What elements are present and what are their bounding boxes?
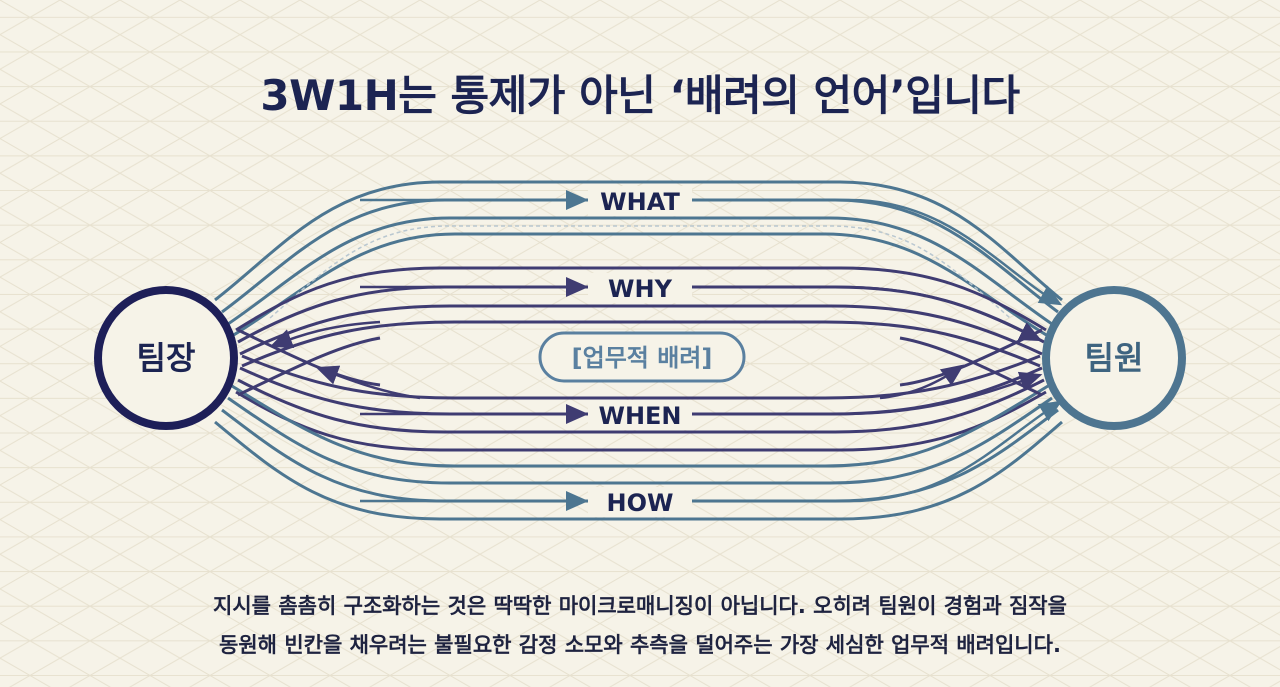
return-arrow-top: [269, 320, 381, 348]
page-title: 3W1H는 통제가 아닌 ‘배려의 언어’입니다: [260, 71, 1020, 120]
node-leader: 팀장: [94, 286, 238, 430]
center-label: [업무적 배려]: [572, 344, 713, 372]
why-arrow-right: [695, 285, 1043, 342]
center-badge: [업무적 배려]: [538, 331, 746, 383]
how-arrow-right: [695, 400, 1063, 503]
label-how: HOW: [607, 489, 674, 517]
caption-line-2: 동원해 빈칸을 채우려는 불필요한 감정 소모와 추측을 덜어주는 가장 세심한…: [219, 633, 1061, 657]
node-member-label: 팀원: [1085, 339, 1144, 377]
node-member: 팀원: [1042, 286, 1186, 430]
caption-line-1: 지시를 촘촘히 구조화하는 것은 딱딱한 마이크로매니징이 아닙니다. 오히려 …: [213, 594, 1067, 618]
node-leader-label: 팀장: [137, 339, 196, 377]
label-why: WHY: [608, 275, 673, 303]
when-arrow-right: [695, 371, 1043, 416]
forward-arrow-inner: [879, 364, 965, 400]
label-what: WHAT: [600, 188, 680, 216]
arrows: [269, 190, 1063, 511]
return-arrow-bottom: [315, 365, 421, 400]
what-arrow-right-path: [695, 198, 1063, 306]
label-when: WHEN: [598, 402, 681, 430]
channel-labels: WHAT WHY WHEN HOW: [588, 186, 692, 517]
channel-what: [214, 180, 1063, 338]
